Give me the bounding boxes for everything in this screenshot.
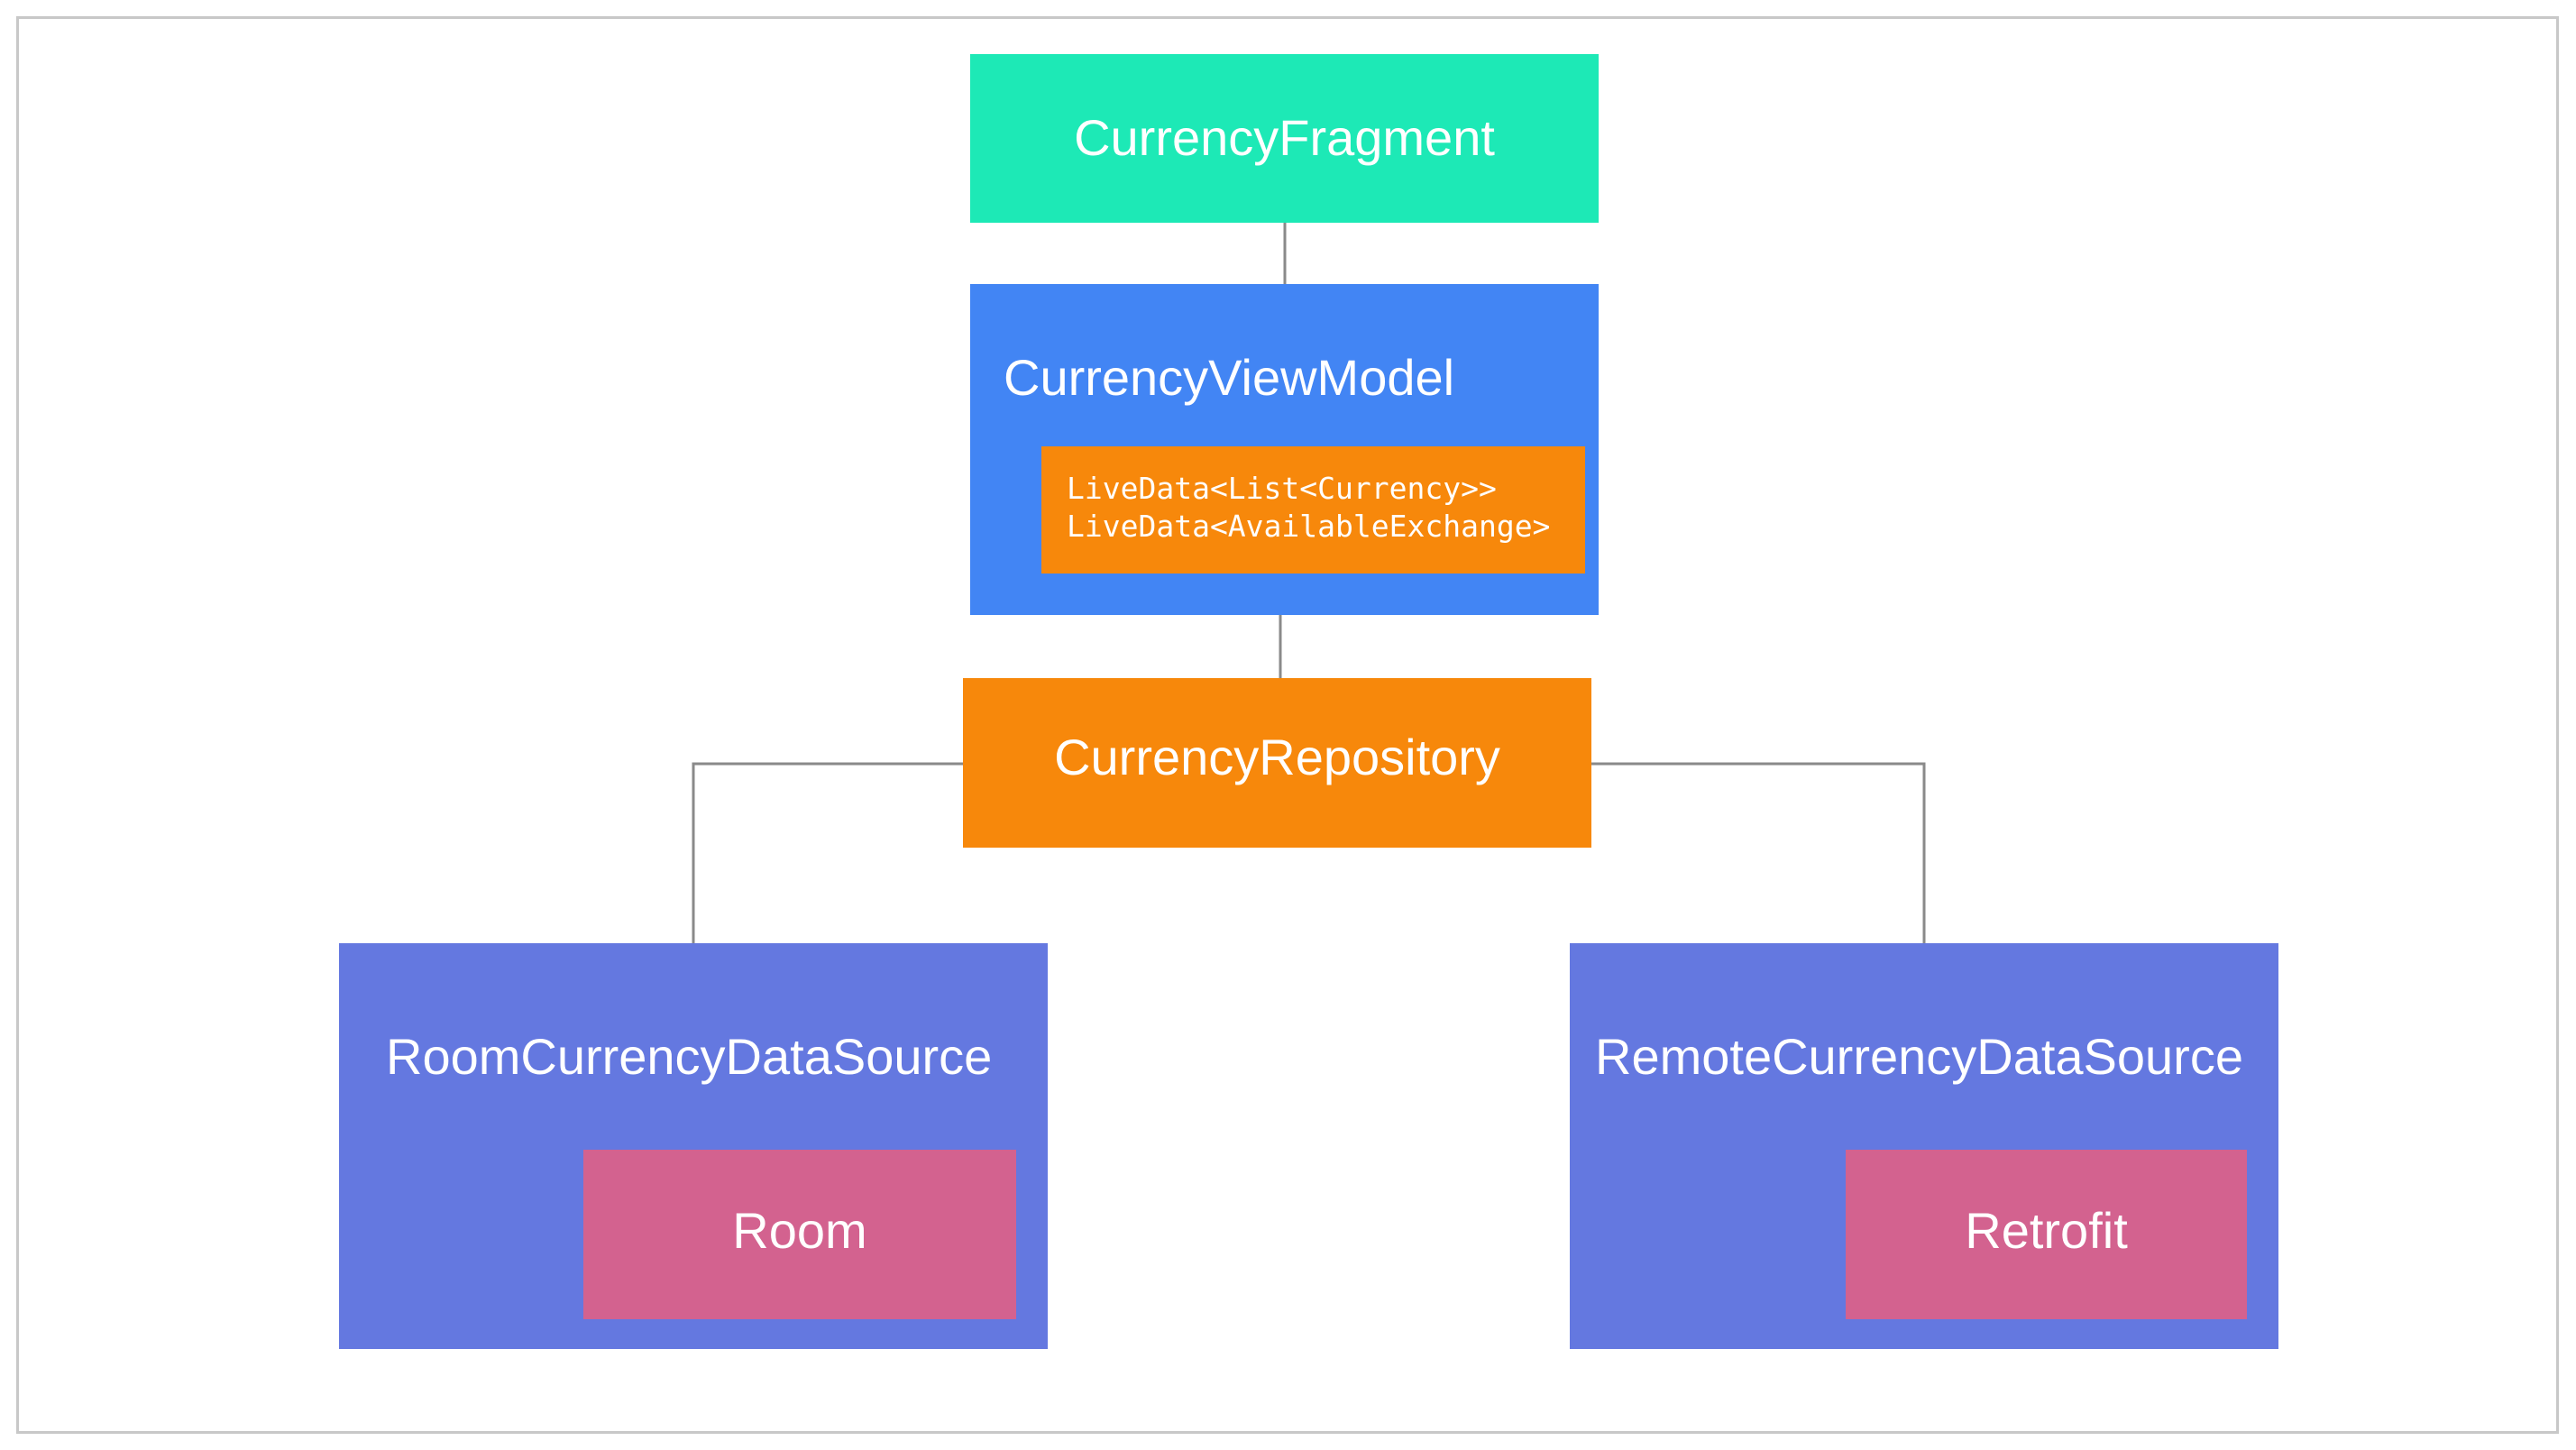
remote-currency-datasource-label: RemoteCurrencyDataSource	[1595, 1028, 2243, 1085]
retrofit-library-label: Retrofit	[1965, 1202, 2128, 1259]
room-currency-datasource-node: RoomCurrencyDataSource Room	[339, 943, 1048, 1349]
currency-viewmodel-label: CurrencyViewModel	[1004, 349, 1455, 406]
remote-currency-datasource-node: RemoteCurrencyDataSource Retrofit	[1570, 943, 2278, 1349]
room-library-label: Room	[732, 1202, 867, 1259]
room-library-box: Room	[583, 1150, 1016, 1319]
retrofit-library-box: Retrofit	[1846, 1150, 2247, 1319]
livedata-currency-list: LiveData<List<Currency>>	[1067, 471, 1497, 506]
edge-repository-remote-source	[1591, 762, 1926, 943]
currency-fragment-node: CurrencyFragment	[970, 54, 1599, 223]
room-currency-datasource-label: RoomCurrencyDataSource	[386, 1028, 993, 1085]
currency-repository-node: CurrencyRepository	[963, 678, 1591, 848]
livedata-available-exchange: LiveData<AvailableExchange>	[1067, 509, 1551, 544]
currency-repository-label: CurrencyRepository	[1054, 729, 1500, 785]
livedata-box: LiveData<List<Currency>> LiveData<Availa…	[1041, 446, 1585, 574]
currency-viewmodel-node: CurrencyViewModel LiveData<List<Currency…	[970, 284, 1599, 615]
edge-repository-room-source	[692, 762, 963, 943]
currency-fragment-label: CurrencyFragment	[1074, 109, 1495, 166]
